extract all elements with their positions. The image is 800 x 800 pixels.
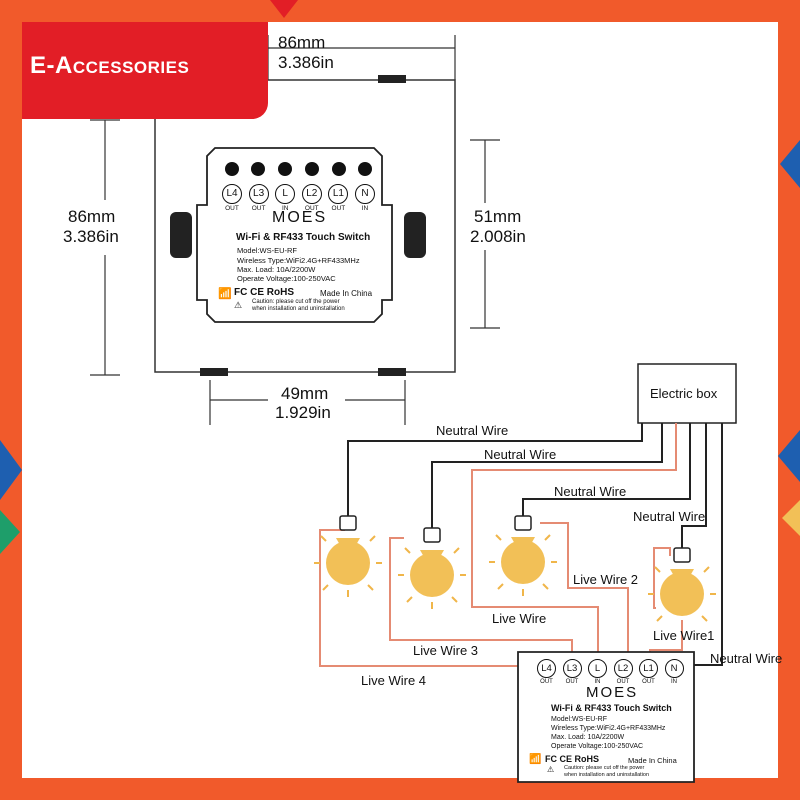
terminal-label: L3 xyxy=(248,184,269,204)
module-voltage-bottom: Operate Voltage:100-250VAC xyxy=(551,743,644,750)
bulb xyxy=(314,515,382,597)
live-wire-label: Live Wire 4 xyxy=(361,673,427,688)
module-cert-bottom: FC CE RoHS xyxy=(545,754,599,764)
terminal-role: OUT xyxy=(331,205,346,212)
module-caution1-bottom: Caution: please cut off the power xyxy=(564,765,645,771)
terminal-label: L1 xyxy=(328,184,349,204)
terminal-role: OUT xyxy=(225,205,239,212)
live-wire-label: Live Wire 3 xyxy=(413,643,479,658)
dim-bottom-in: 1.929in xyxy=(275,403,331,422)
terminal-role: OUT xyxy=(251,205,266,212)
module-bottom xyxy=(517,651,695,783)
brand-name: E-Accessories xyxy=(30,52,190,79)
terminal-role: IN xyxy=(594,679,601,685)
terminal-role: OUT xyxy=(540,679,553,685)
live-wire-label: Live Wire 2 xyxy=(573,572,639,587)
dim-top-mm: 86mm xyxy=(278,33,326,52)
neutral-wire-label: Neutral Wire xyxy=(484,447,557,462)
module-model-top: Model:WS-EU-RF xyxy=(237,246,298,255)
dim-right-in: 2.008in xyxy=(470,227,526,246)
dim-top-in: 3.386in xyxy=(278,53,334,72)
module-load-top: Max. Load: 10A/2200W xyxy=(237,265,316,274)
module-caution1-top: Caution: please cut off the power xyxy=(252,299,340,305)
terminal-label: L3 xyxy=(562,659,582,678)
terminal-label: L1 xyxy=(639,659,658,678)
neutral-wire-label: Neutral Wire xyxy=(633,509,706,524)
module-logo-top: MOES xyxy=(272,209,328,226)
terminal-label: L4 xyxy=(222,184,242,204)
neutral-wire-label: Neutral Wire xyxy=(436,423,509,438)
module-made-top: Made In China xyxy=(320,289,373,298)
terminal-label: L xyxy=(588,659,607,678)
decor-triangle xyxy=(0,510,20,554)
terminal-role: OUT xyxy=(616,679,630,685)
electric-box-label: Electric box xyxy=(650,386,718,401)
terminal-label: L2 xyxy=(613,659,633,678)
neutral-wires xyxy=(347,423,723,666)
wifi-icon: 📶 xyxy=(218,288,232,300)
module-title-top: Wi-Fi & RF433 Touch Switch xyxy=(236,232,371,243)
module-made-bottom: Made In China xyxy=(628,756,677,765)
module-title-bottom: Wi-Fi & RF433 Touch Switch xyxy=(551,703,672,713)
terminal-screws-top xyxy=(225,162,372,176)
terminal-label: L4 xyxy=(537,659,556,678)
warning-icon: ⚠ xyxy=(234,300,243,310)
module-caution2-bottom: when installation and uninstallation xyxy=(564,772,650,778)
live-wire-label: Live Wire1 xyxy=(653,628,715,643)
terminal-role: OUT xyxy=(642,679,655,685)
dim-left-in: 3.386in xyxy=(63,227,119,246)
decor-triangle xyxy=(782,500,800,536)
bulb xyxy=(648,547,716,622)
module-logo-bottom: MOES xyxy=(586,684,639,701)
electric-box xyxy=(637,363,737,424)
module-wireless-top: Wireless Type:WiFi2.4G+RF433MHz xyxy=(237,256,360,265)
terminal-label: L2 xyxy=(301,184,322,204)
dim-bottom-mm: 49mm xyxy=(281,384,329,403)
terminal-label: N xyxy=(355,184,375,204)
brand-banner xyxy=(22,22,268,119)
bulb xyxy=(489,515,557,596)
decor-triangle xyxy=(780,140,800,188)
terminal-role: OUT xyxy=(565,679,579,685)
module-model-bottom: Model:WS-EU-RF xyxy=(551,716,608,723)
bulb xyxy=(398,527,466,609)
terminal-role: IN xyxy=(281,205,289,212)
module-wireless-bottom: Wireless Type:WiFi2.4G+RF433MHz xyxy=(551,725,666,732)
live-wire-label: Live Wire xyxy=(492,611,547,626)
neutral-wire-label: Neutral Wire xyxy=(554,484,627,499)
terminal-role: IN xyxy=(671,679,677,685)
wifi-icon: 📶 xyxy=(529,754,542,765)
dimension-lines-top xyxy=(90,35,500,425)
decor-triangle xyxy=(270,0,298,18)
dim-right-mm: 51mm xyxy=(474,207,522,226)
terminal-label: N xyxy=(664,659,684,678)
warning-icon: ⚠ xyxy=(547,765,555,774)
module-voltage-top: Operate Voltage:100-250VAC xyxy=(237,274,336,283)
neutral-wire-label: Neutral Wire xyxy=(710,651,783,666)
module-caution2-top: when installation and uninstallation xyxy=(252,306,345,312)
module-cert-top: FC CE RoHS xyxy=(234,287,294,298)
terminal-role: OUT xyxy=(304,205,319,212)
decor-triangle xyxy=(778,430,800,482)
terminal-role: IN xyxy=(361,205,369,212)
terminal-label: L xyxy=(275,184,296,204)
decor-triangle xyxy=(0,440,22,500)
dim-left-mm: 86mm xyxy=(68,207,116,226)
module-load-bottom: Max. Load: 10A/2200W xyxy=(551,734,625,741)
